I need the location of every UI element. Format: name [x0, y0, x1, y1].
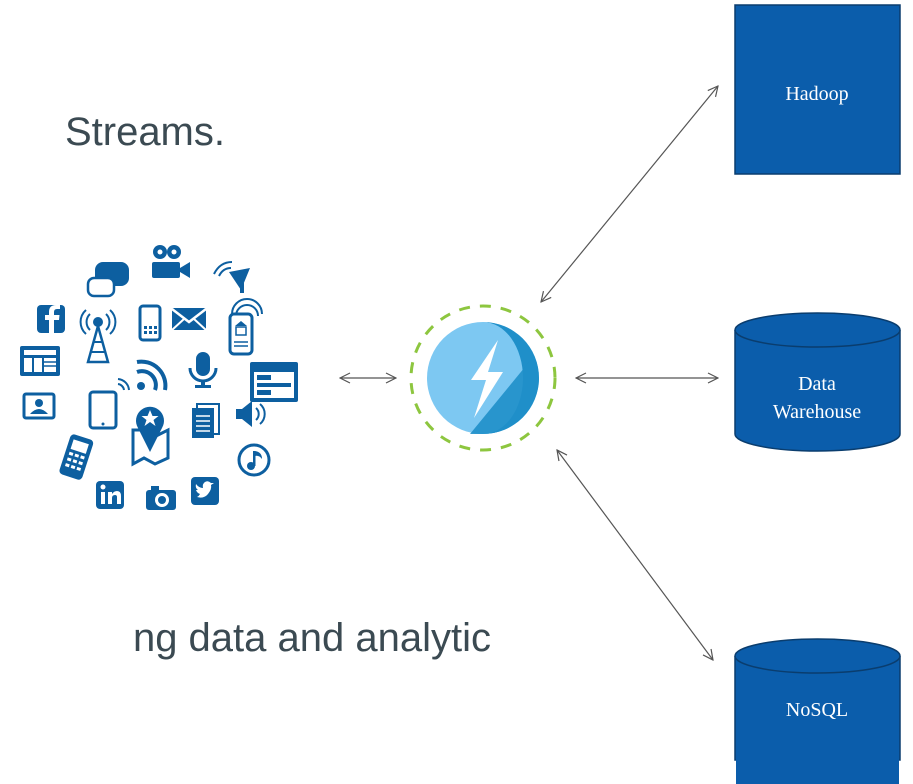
hadoop-store: Hadoop: [734, 4, 901, 175]
documents-icon: [192, 403, 220, 438]
twitter-icon: [191, 477, 219, 505]
contact-card-icon: [22, 392, 56, 420]
facebook-icon: [37, 305, 65, 333]
nosql-store: NoSQL: [734, 638, 901, 784]
music-note-icon: [237, 443, 271, 477]
hub-dashed-ring: [409, 304, 557, 452]
subline-text: ng data and analytic: [132, 616, 491, 660]
hadoop-box: [734, 4, 901, 175]
hub-to-hadoop-arrow: [541, 86, 718, 302]
map-location-icon: [131, 406, 170, 467]
nosql-label: NoSQL: [786, 699, 848, 721]
source-icon-cloud: [20, 245, 298, 510]
warehouse-label-line1: Data: [798, 373, 836, 395]
web-page-icon: [250, 362, 298, 402]
tablet-icon: [88, 378, 130, 430]
lightning-bolt-icon: [427, 322, 539, 434]
email-icon: [171, 308, 207, 331]
linkedin-icon: [96, 481, 124, 509]
data-warehouse-store: Data Warehouse: [734, 312, 901, 452]
calculator-phone-icon: [59, 434, 94, 480]
mobile-phone-icon: [138, 304, 162, 342]
hadoop-label: Hadoop: [785, 83, 848, 105]
headline-text: Streams.: [64, 110, 225, 154]
microphone-icon: [188, 352, 218, 388]
chat-bubbles-icon: [86, 262, 129, 298]
camera-icon: [146, 486, 176, 510]
hub-to-nosql-arrow: [557, 450, 713, 660]
satellite-dish-icon: [213, 261, 250, 293]
connectors: [340, 86, 718, 660]
video-camera-icon: [152, 245, 190, 278]
streaming-hub: [409, 304, 557, 452]
newspaper-icon: [20, 346, 60, 376]
warehouse-label-line2: Warehouse: [773, 401, 861, 423]
rss-feed-icon: [136, 359, 168, 391]
smartphone-bank-icon: [228, 298, 263, 356]
speaker-icon: [236, 401, 266, 427]
radio-tower-icon: [79, 309, 117, 364]
